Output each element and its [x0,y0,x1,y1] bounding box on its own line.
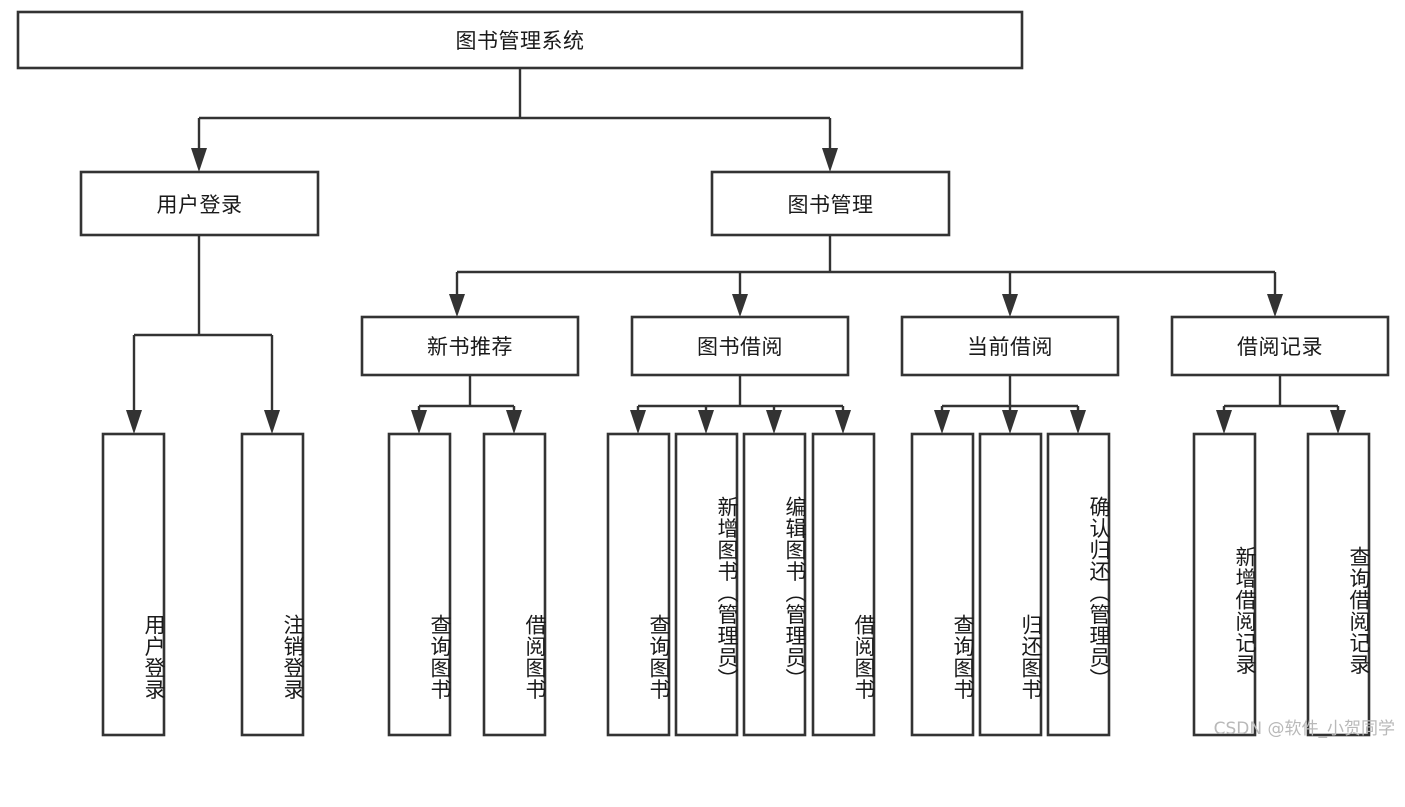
arrow-leaf-query-book-1 [411,410,427,434]
diagram-root: 图书管理系统 用户登录 图书管理 新书推荐 图书借阅 当前借阅 借阅记录 用户登… [16,10,1395,739]
nodes-group [16,10,1390,737]
node-box-leaf-borrow-book-1[interactable] [482,432,547,737]
node-box-leaf-edit-book[interactable] [742,432,807,737]
arrow-leaf-borrow-book-2 [835,410,851,434]
node-box-leaf-add-record[interactable] [1192,432,1257,737]
node-box-leaf-query-book-1[interactable] [387,432,452,737]
node-box-current-borrow[interactable] [900,315,1120,377]
arrow-leaf-confirm-return [1070,410,1086,434]
node-box-leaf-return-book[interactable] [978,432,1043,737]
arrow-to-book-borrow [732,294,748,317]
node-box-leaf-add-book[interactable] [674,432,739,737]
node-box-root[interactable] [16,10,1024,70]
node-box-borrow-record[interactable] [1170,315,1390,377]
arrow-to-book-manage [822,148,838,172]
arrow-leaf-add-record [1216,410,1232,434]
node-box-leaf-borrow-book-2[interactable] [811,432,876,737]
node-box-new-book-rec[interactable] [360,315,580,377]
node-box-leaf-query-record[interactable] [1306,432,1371,737]
arrow-leaf-return-book [1002,410,1018,434]
node-box-leaf-confirm-return[interactable] [1046,432,1111,737]
node-box-leaf-user-login[interactable] [101,432,166,737]
node-box-leaf-query-book-3[interactable] [910,432,975,737]
arrow-to-borrow-record [1267,294,1283,317]
arrow-leaf-borrow-book-1 [506,410,522,434]
arrow-to-user-login [191,148,207,172]
arrow-leaf-query-book-3 [934,410,950,434]
node-box-book-borrow[interactable] [630,315,850,377]
node-box-leaf-query-book-2[interactable] [606,432,671,737]
arrow-leaf-add-book [698,410,714,434]
arrow-leaf-query-book-2 [630,410,646,434]
arrow-leaf-user-login [126,410,142,434]
node-box-book-manage[interactable] [710,170,951,237]
edges-group [126,68,1346,434]
arrow-to-current-borrow [1002,294,1018,317]
node-box-user-login[interactable] [79,170,320,237]
diagram-canvas [16,10,1390,737]
arrow-leaf-edit-book [766,410,782,434]
arrow-leaf-query-record [1330,410,1346,434]
node-box-leaf-user-logout[interactable] [240,432,305,737]
arrow-to-new-book-rec [449,294,465,317]
arrow-leaf-user-logout [264,410,280,434]
